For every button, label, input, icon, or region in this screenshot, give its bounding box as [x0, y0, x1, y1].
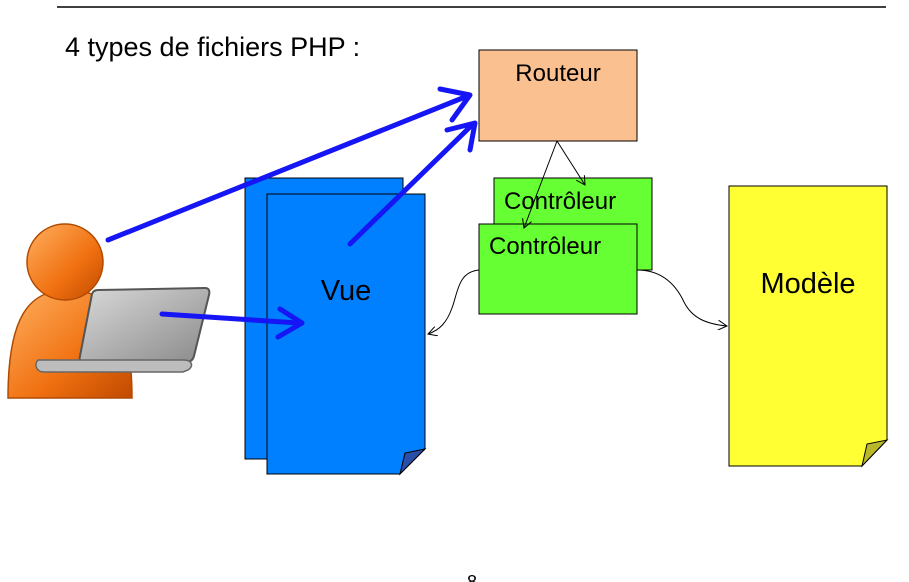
request-arrows	[105, 86, 478, 340]
view-to-router-arrow	[347, 124, 473, 247]
model-page	[728, 185, 888, 467]
router-to-controller-arrow-2	[524, 140, 558, 228]
user-to-router-arrowhead	[437, 86, 473, 123]
controller-front-label: Contrôleur	[489, 233, 601, 260]
user-to-router-arrow	[105, 94, 468, 243]
view-page-front	[266, 193, 426, 475]
controller-front-box	[478, 223, 638, 315]
router-node: Routeur	[478, 49, 638, 142]
laptop-icon	[35, 286, 211, 373]
controller-to-view-arrow	[428, 269, 480, 334]
router-to-controller-arrow-1	[556, 140, 585, 185]
user-to-view-arrow	[159, 311, 301, 326]
model-node: Modèle	[728, 185, 889, 468]
router-label: Routeur	[515, 60, 600, 87]
controller-front-node: Contrôleur	[478, 223, 638, 315]
user-to-view-arrowhead	[275, 306, 305, 340]
view-to-router-arrowhead	[444, 120, 478, 153]
view-label: Vue	[321, 275, 372, 307]
controller-back-label: Contrôleur	[504, 188, 616, 215]
router-box	[478, 49, 638, 142]
slide-title: 4 types de fichiers PHP :	[65, 32, 360, 62]
model-page-fold	[861, 439, 889, 468]
view-page-fold	[399, 448, 427, 476]
view-node: Vue	[266, 193, 427, 476]
controller-to-model-arrow	[636, 269, 727, 326]
model-label: Modèle	[760, 268, 855, 300]
page-number: 8	[467, 572, 477, 582]
